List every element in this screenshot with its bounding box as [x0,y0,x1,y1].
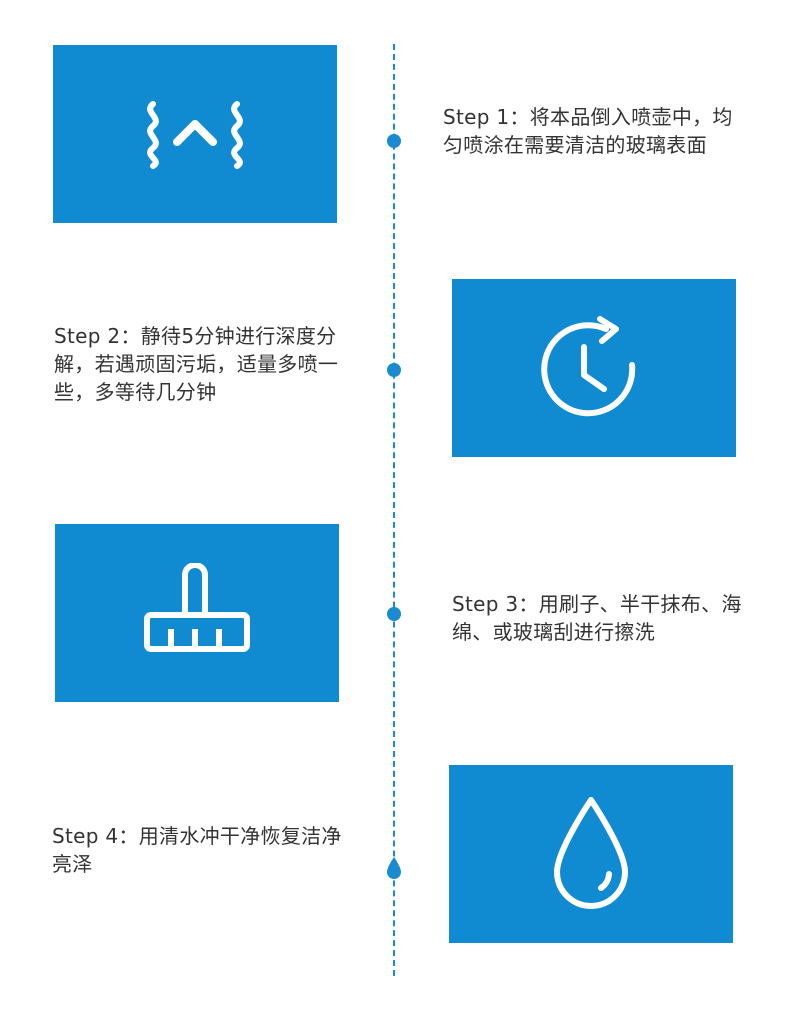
brush-icon [137,563,257,663]
timeline-dot-step-3 [387,607,401,621]
step-3-text: Step 3：用刷子、半干抹布、海绵、或玻璃刮进行擦洗 [452,592,742,644]
timeline-drop-marker-icon [386,856,402,880]
step-2-text: Step 2：静待5分钟进行深度分解，若遇顽固污垢，适量多喷一些，多等待几分钟 [54,324,339,404]
clock-icon [534,313,654,423]
timeline-line [393,44,395,976]
step-2-icon-box [452,279,736,457]
step-4-icon-box [449,765,733,943]
step-3-icon-box [55,524,339,702]
step-1-icon-box [53,45,337,223]
spray-icon [135,94,255,174]
water-drop-icon [551,794,631,914]
step-1-text: Step 1：将本品倒入喷壶中，均匀喷涂在需要清洁的玻璃表面 [443,105,733,157]
step-4-text: Step 4：用清水冲干净恢复洁净亮泽 [52,824,342,876]
timeline-dot-step-2 [387,363,401,377]
timeline-dot-step-1 [387,134,401,148]
